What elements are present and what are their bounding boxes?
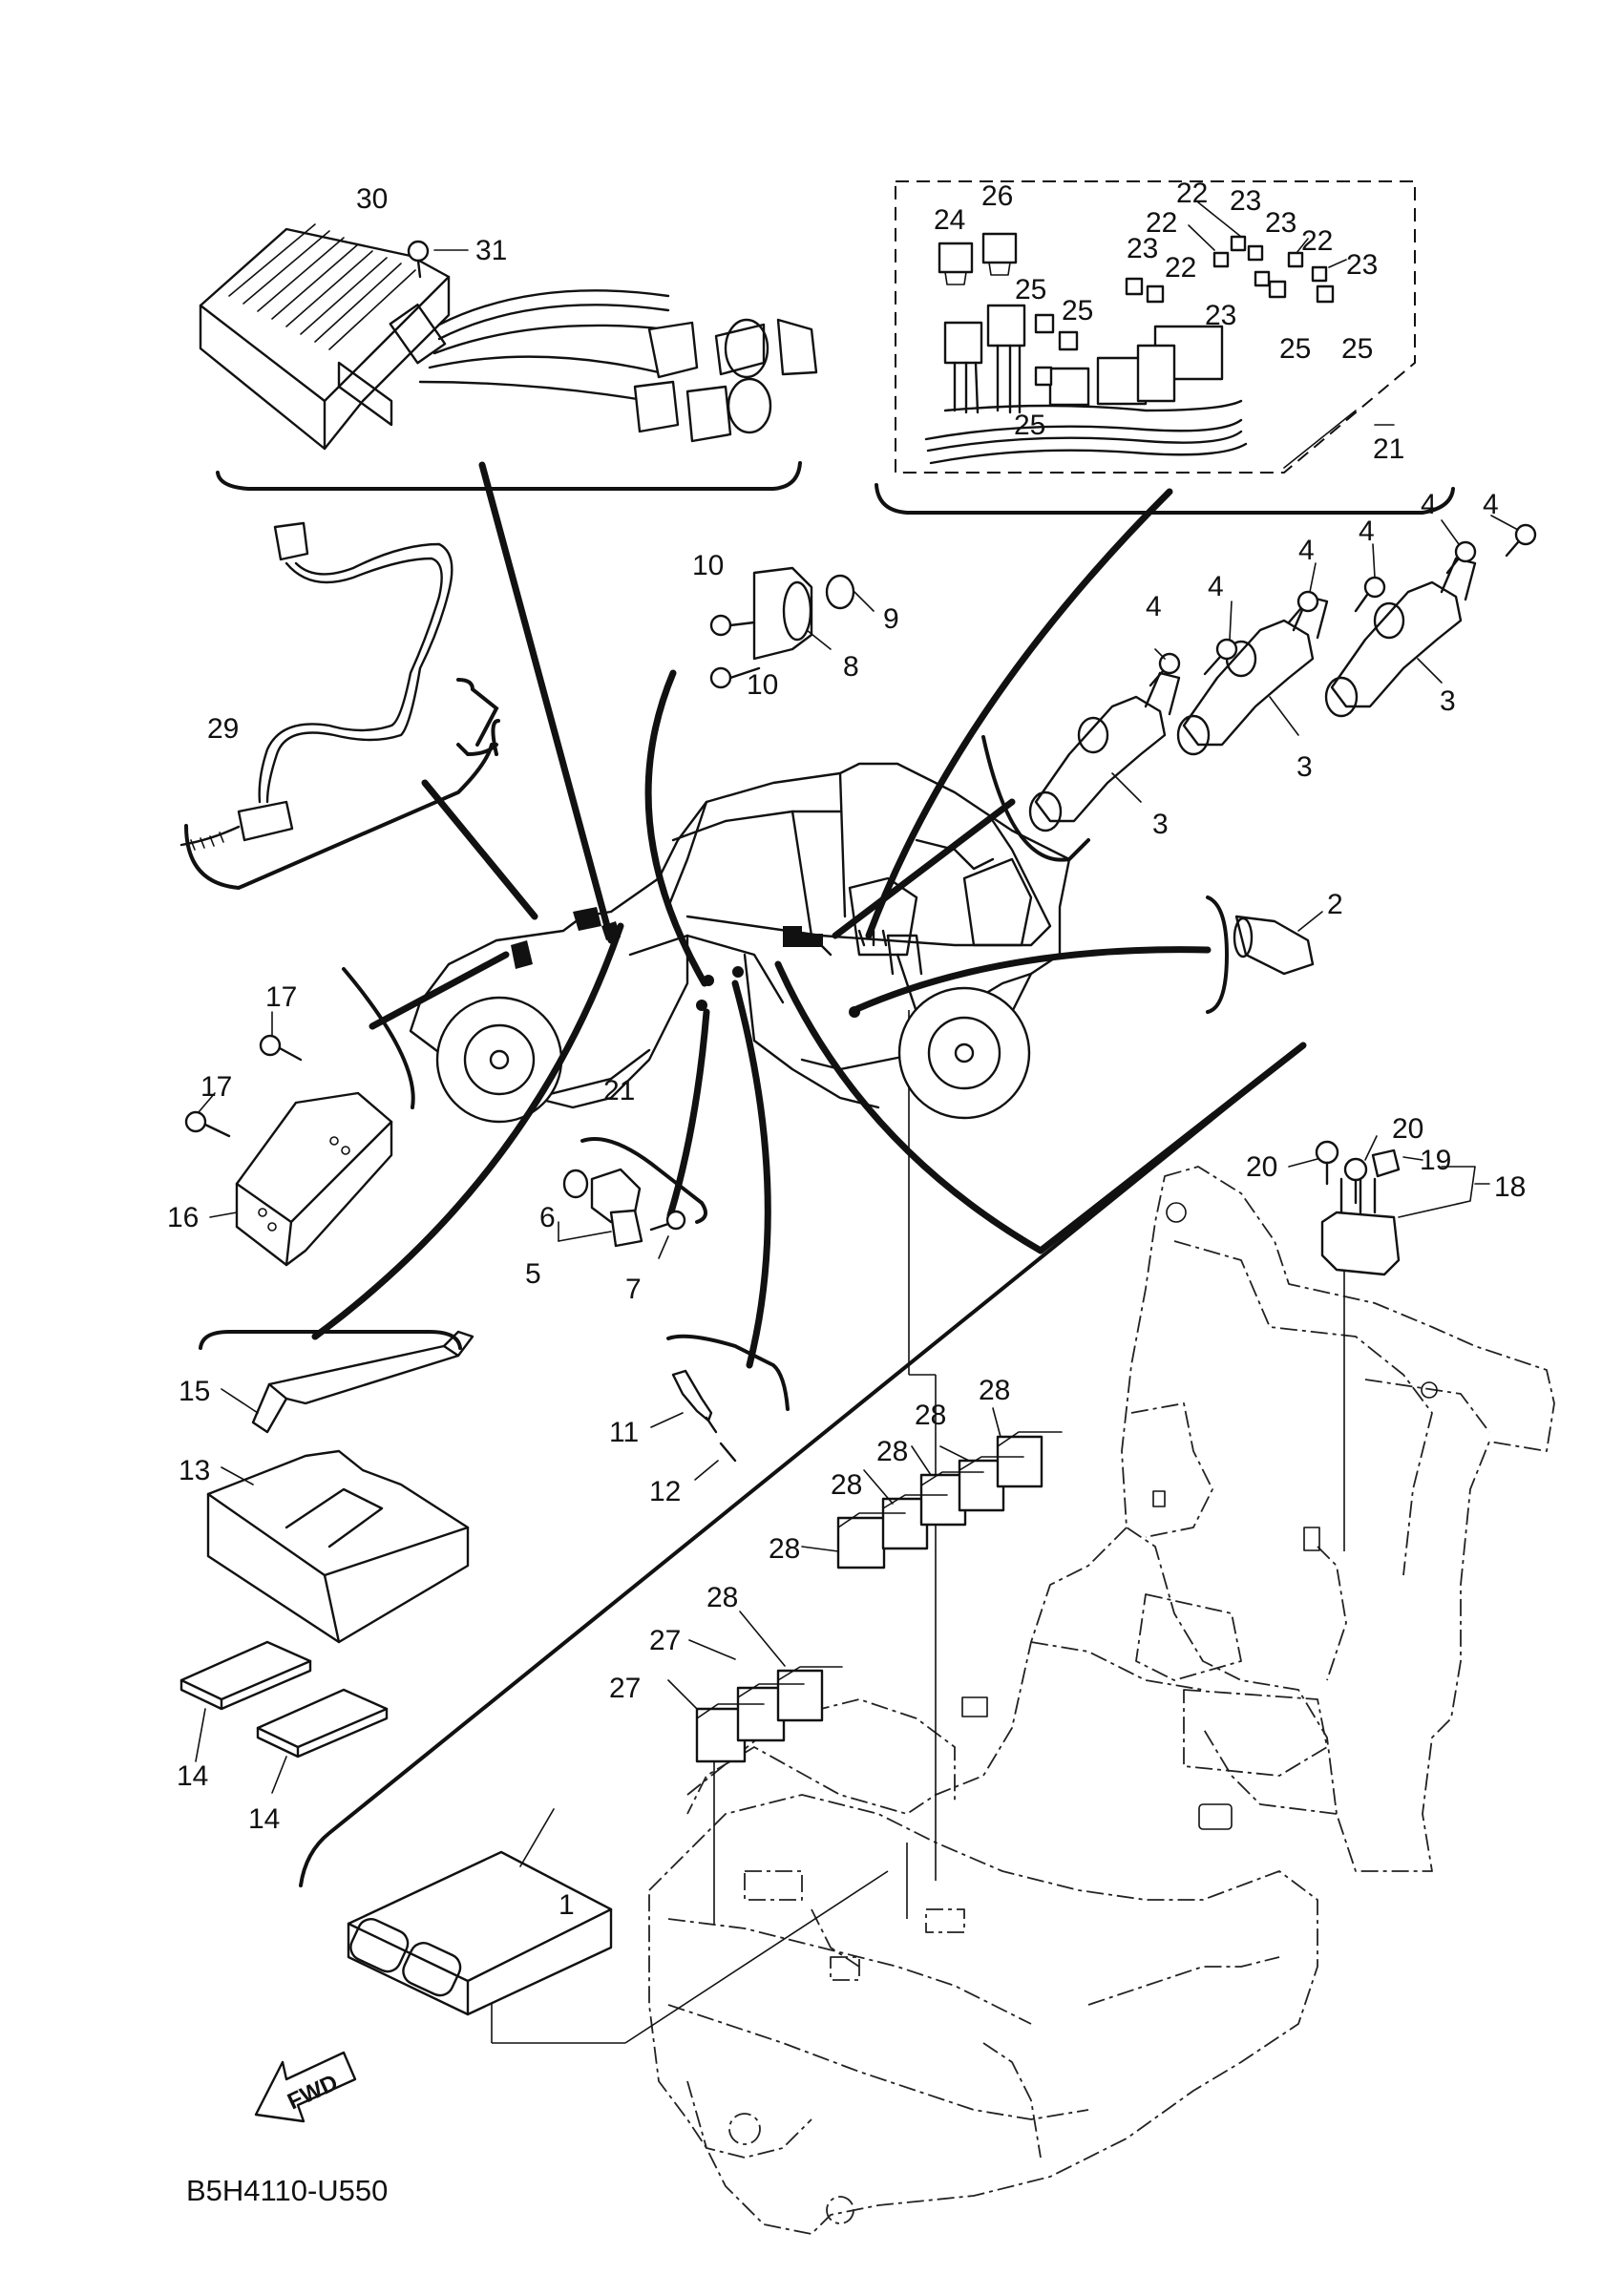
callout-21: 21 [1373, 433, 1404, 465]
callout-22: 22 [1146, 207, 1177, 239]
callout-labels: 1 2 3 3 3 4 4 4 4 4 4 5 6 7 8 9 10 10 11… [167, 178, 1526, 1921]
callout-28: 28 [915, 1400, 946, 1431]
control-unit-30 [199, 223, 818, 451]
callout-27: 27 [649, 1625, 681, 1656]
group-brackets [184, 461, 1455, 1887]
callout-2: 2 [1327, 889, 1343, 920]
callout-5: 5 [525, 1258, 541, 1290]
callout-25: 25 [1279, 333, 1311, 365]
battery-13-pads-14-strap-15 [179, 1330, 474, 1794]
callout-4: 4 [1146, 591, 1162, 622]
callout-22: 22 [1165, 252, 1196, 284]
callout-4: 4 [1483, 489, 1499, 520]
ecu-1 [347, 1808, 613, 2016]
callout-25: 25 [1015, 274, 1046, 305]
switch-2 [1233, 911, 1323, 976]
callout-23: 23 [1230, 185, 1261, 217]
callout-26: 26 [981, 180, 1013, 212]
callout-25: 25 [1014, 410, 1045, 441]
callout-22: 22 [1176, 178, 1208, 209]
callout-20: 20 [1246, 1151, 1277, 1183]
callout-25: 25 [1341, 333, 1373, 365]
sensor-5-oring-6-bolt-7 [558, 1168, 686, 1259]
vehicle-side-view [409, 762, 1071, 1124]
relays-27-28 [667, 1407, 1063, 1763]
callout-10: 10 [692, 550, 724, 581]
injectors-3-screws-4 [1028, 515, 1537, 832]
callout-10: 10 [747, 669, 778, 701]
callout-4: 4 [1298, 535, 1315, 566]
callout-28: 28 [876, 1436, 908, 1467]
callout-3: 3 [1152, 809, 1169, 840]
callout-4: 4 [1359, 516, 1375, 547]
callout-14: 14 [177, 1760, 208, 1792]
module-16-screws-17 [184, 1011, 393, 1267]
callout-20: 20 [1392, 1113, 1423, 1145]
callout-1: 1 [559, 1889, 575, 1921]
callout-28: 28 [831, 1469, 862, 1501]
bolt-31 [407, 240, 469, 279]
callout-6: 6 [539, 1202, 556, 1233]
callout-23: 23 [1127, 233, 1158, 264]
callout-13: 13 [179, 1455, 210, 1486]
sensor-8-oring-9-bolts-10 [709, 566, 875, 689]
callout-23: 23 [1205, 300, 1236, 331]
callout-29: 29 [207, 713, 239, 745]
frame-phantom-outline [648, 1166, 1555, 2235]
callout-19: 19 [1420, 1145, 1451, 1176]
part-11-and-12 [650, 1369, 737, 1481]
callout-23: 23 [1346, 249, 1378, 281]
callout-28: 28 [769, 1533, 800, 1565]
relay-18-cover-19-bolts-20 [1288, 1135, 1490, 1276]
callout-24: 24 [934, 204, 965, 236]
callout-31: 31 [475, 235, 507, 266]
relay-inset-21 [895, 180, 1416, 474]
callout-25: 25 [1062, 295, 1093, 326]
diagram-code: B5H4110-U550 [186, 2174, 388, 2207]
callout-16: 16 [167, 1202, 199, 1233]
callout-17: 17 [200, 1071, 232, 1103]
callout-12: 12 [649, 1476, 681, 1507]
callout-3: 3 [1296, 751, 1313, 783]
callout-27: 27 [609, 1673, 641, 1704]
callout-4: 4 [1421, 489, 1437, 520]
sensor-lead-29 [179, 521, 453, 851]
callout-3: 3 [1440, 685, 1456, 717]
callout-28: 28 [979, 1375, 1010, 1406]
callout-23: 23 [1265, 207, 1296, 239]
callout-14: 14 [248, 1803, 280, 1835]
callout-18: 18 [1494, 1171, 1526, 1203]
fwd-arrow-icon: FWD [254, 2051, 357, 2123]
callout-30: 30 [356, 183, 388, 215]
callout-17: 17 [265, 981, 297, 1013]
callout-8: 8 [843, 651, 859, 683]
callout-21: 21 [603, 1075, 635, 1106]
callout-7: 7 [625, 1274, 642, 1305]
callout-28: 28 [706, 1582, 738, 1613]
callout-22: 22 [1301, 225, 1333, 257]
callout-11: 11 [609, 1417, 639, 1448]
callout-15: 15 [179, 1376, 210, 1407]
callout-4: 4 [1208, 571, 1224, 602]
callout-9: 9 [883, 603, 899, 635]
